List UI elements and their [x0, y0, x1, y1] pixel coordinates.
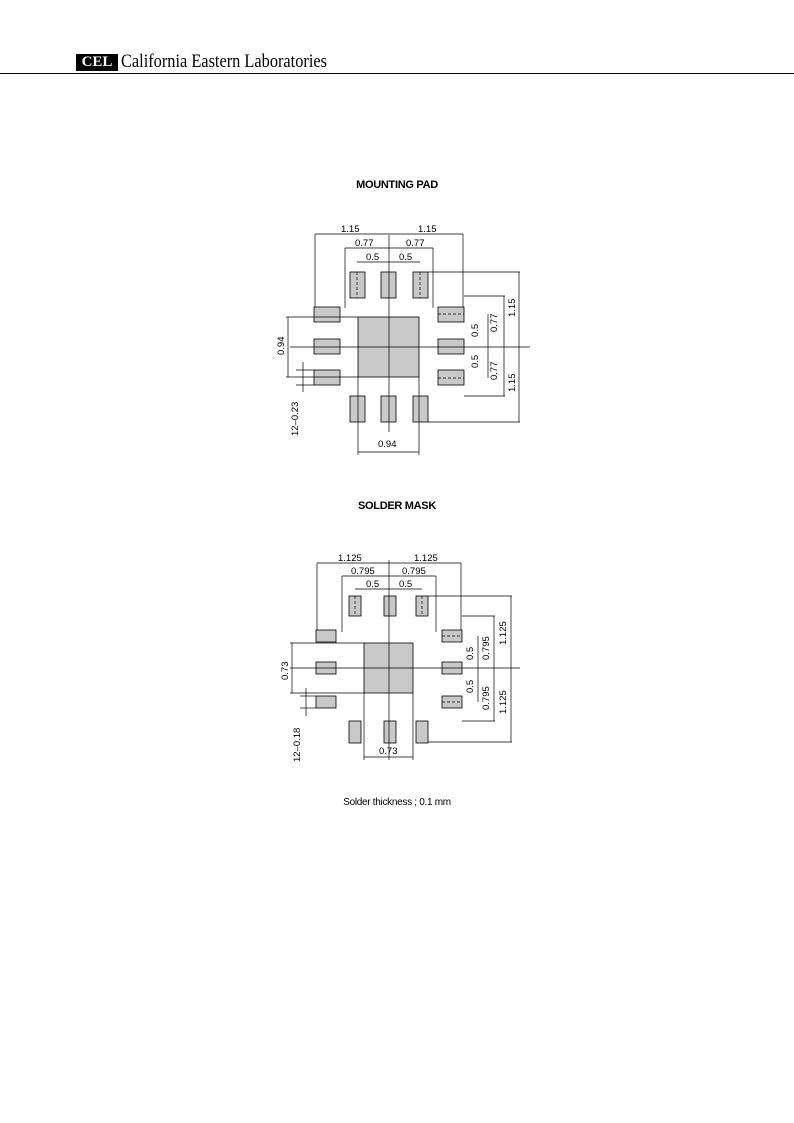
mask-left-3 [315, 695, 337, 709]
mask-dim-top-mid-right: 0.795 [402, 566, 426, 577]
pad-right-2 [437, 338, 465, 355]
cel-logo: CEL [76, 54, 118, 71]
mounting-pad-diagram: 1.15 1.15 0.77 0.77 0.5 0.5 0.5 0.5 0.77… [276, 224, 530, 455]
mask-dim-bottom-width: 0.73 [379, 746, 398, 757]
mask-dim-right-outer-bottom: 1.125 [498, 690, 509, 714]
dim-right-mid-bottom: 0.77 [489, 362, 500, 381]
dim-right-inner-bottom: 0.5 [470, 355, 481, 368]
mask-dim-right-outer-top: 1.125 [498, 621, 509, 645]
mask-bottom-3 [415, 720, 429, 744]
pad-left-2 [313, 338, 341, 355]
pad-top-3 [412, 271, 429, 299]
pad-right-3 [437, 369, 465, 386]
mask-dim-top-outer-left: 1.125 [338, 553, 362, 564]
dim-top-outer-left: 1.15 [341, 224, 360, 235]
mask-dim-top-inner-left: 0.5 [366, 579, 379, 590]
mask-dim-left-pad-width: 12–0.18 [292, 728, 303, 762]
header-rule [0, 73, 794, 74]
pad-top-2 [380, 271, 397, 299]
dim-top-mid-right: 0.77 [406, 238, 425, 249]
pad-bottom-3 [412, 395, 429, 423]
dim-left-height: 0.94 [276, 337, 287, 356]
mask-bottom-1 [348, 720, 362, 744]
page-header: CEL California Eastern Laboratories [0, 0, 794, 76]
mask-dim-top-mid-left: 0.795 [351, 566, 375, 577]
mask-left-1 [315, 629, 337, 643]
pad-top-1 [349, 271, 366, 299]
mask-dim-right-mid-top: 0.795 [481, 636, 492, 660]
pad-bottom-2 [380, 395, 397, 423]
dim-right-mid-top: 0.77 [489, 314, 500, 333]
dim-right-outer-bottom: 1.15 [507, 374, 518, 393]
company-name: California Eastern Laboratories [121, 51, 327, 72]
solder-mask-diagram: 1.125 1.125 0.795 0.795 0.5 0.5 0.5 0.5 … [280, 553, 520, 762]
mask-dim-right-inner-top: 0.5 [465, 647, 476, 660]
dim-top-inner-left: 0.5 [366, 252, 379, 263]
dim-right-outer-top: 1.15 [507, 299, 518, 318]
mask-top-2 [383, 595, 397, 617]
mask-dim-top-outer-right: 1.125 [414, 553, 438, 564]
pad-right-1 [437, 306, 465, 323]
mounting-pad-title: MOUNTING PAD [356, 179, 438, 191]
pad-left-1 [313, 306, 341, 323]
dim-top-inner-right: 0.5 [399, 252, 412, 263]
pad-left-3 [313, 369, 341, 386]
mask-dim-right-mid-bottom: 0.795 [481, 686, 492, 710]
mask-dim-right-inner-bottom: 0.5 [465, 680, 476, 693]
solder-thickness-note: Solder thickness ; 0.1 mm [343, 797, 451, 808]
dim-top-mid-left: 0.77 [355, 238, 374, 249]
mask-dim-top-inner-right: 0.5 [399, 579, 412, 590]
dim-bottom-width: 0.94 [378, 439, 397, 450]
mask-bottom-2 [383, 720, 397, 744]
dim-left-pad-width: 12–0.23 [290, 402, 301, 436]
dim-right-inner-top: 0.5 [470, 324, 481, 337]
dim-top-outer-right: 1.15 [418, 224, 437, 235]
pad-bottom-1 [349, 395, 366, 423]
solder-mask-title: SOLDER MASK [358, 500, 436, 512]
mask-dim-left-height: 0.73 [280, 662, 291, 681]
